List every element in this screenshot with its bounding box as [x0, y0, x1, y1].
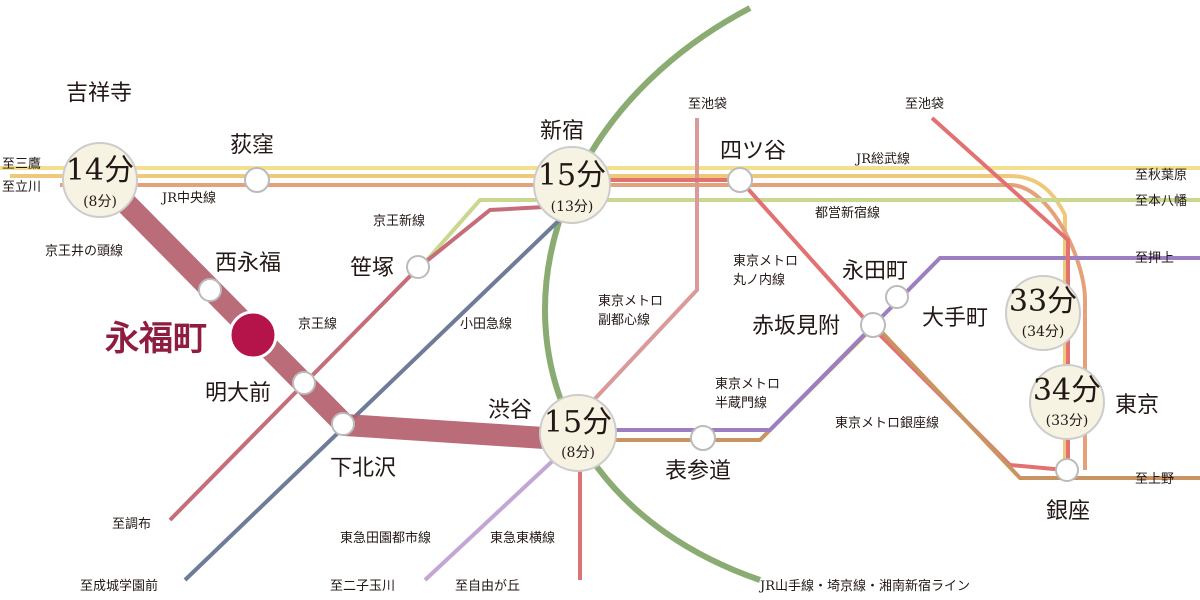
- dest-motoyawata: 至本八幡: [1135, 194, 1187, 209]
- chuo-line-orange: [10, 174, 1067, 470]
- station-marker-omotesando: [690, 425, 716, 451]
- ginza-line: [580, 322, 1200, 480]
- dest-oshiage: 至押上: [1135, 251, 1174, 266]
- station-marker-nagatacho: [885, 285, 909, 309]
- svg-text:(34分): (34分): [1022, 324, 1065, 340]
- station-marker-sasazuka: [406, 255, 430, 279]
- svg-text:半蔵門線: 半蔵門線: [715, 395, 767, 411]
- dest-ikebukuro-1: 至池袋: [688, 97, 727, 112]
- line-label-ginza: 東京メトロ銀座線: [835, 415, 939, 431]
- line-label-chuo: JR中央線: [160, 190, 216, 206]
- station-label-otemachi: 大手町: [922, 306, 988, 331]
- dest-ikebukuro-2: 至池袋: [905, 97, 944, 112]
- station-label-nishieifuku: 西永福: [215, 251, 281, 276]
- station-label-ginza: 銀座: [1046, 499, 1090, 524]
- station-label-omotesando: 表参道: [665, 459, 731, 484]
- station-label-nagatacho: 永田町: [842, 259, 908, 284]
- svg-text:東京メトロ: 東京メトロ: [715, 376, 780, 392]
- time-bubble-otemachi: 33分 (34分): [1005, 275, 1081, 351]
- dest-chofu: 至調布: [112, 517, 151, 532]
- denentoshi-line: [423, 438, 577, 582]
- line-label-keio-new: 京王新線: [373, 213, 425, 229]
- station-label-kichijoji: 吉祥寺: [66, 81, 132, 106]
- svg-text:東京メトロ: 東京メトロ: [733, 253, 798, 269]
- station-label-yotsuya: 四ツ谷: [720, 139, 786, 164]
- dest-futakotamagawa: 至二子玉川: [330, 579, 395, 594]
- dest-akihabara: 至秋葉原: [1135, 168, 1187, 183]
- station-marker-yotsuya: [727, 167, 753, 193]
- svg-text:丸ノ内線: 丸ノ内線: [733, 272, 785, 288]
- svg-text:15分: 15分: [538, 158, 606, 193]
- keio-line: [168, 203, 581, 522]
- station-marker-ginza: [1055, 458, 1079, 482]
- line-label-toyoko: 東急東横線: [490, 530, 555, 546]
- station-label-shinjuku: 新宿: [540, 119, 584, 144]
- keio-to-shinjuku: [60, 183, 1087, 470]
- svg-text:(13分): (13分): [551, 199, 594, 215]
- time-bubble-kichijoji: 14分 (8分): [62, 142, 138, 218]
- line-label-marunouchi: 東京メトロ 丸ノ内線: [733, 253, 798, 288]
- svg-text:(8分): (8分): [561, 445, 595, 461]
- station-marker-shimokitazawa: [331, 412, 355, 436]
- station-marker-akasakamitsuke: [860, 312, 886, 338]
- station-marker-meidaimae: [292, 371, 316, 395]
- yamanote-line: [542, 5, 761, 583]
- line-label-shinjuku-line: 都営新宿線: [815, 205, 880, 221]
- fukutoshin-line: [573, 118, 699, 422]
- line-label-odakyu: 小田急線: [460, 316, 512, 332]
- line-label-sobu: JR総武線: [854, 151, 910, 167]
- svg-text:14分: 14分: [66, 153, 134, 188]
- line-label-inokashira: 京王井の頭線: [45, 243, 123, 259]
- line-label-fukutoshin: 東京メトロ 副都心線: [598, 293, 663, 328]
- svg-text:(8分): (8分): [83, 194, 117, 210]
- station-label-tokyo: 東京: [1115, 393, 1159, 418]
- dest-jiyugaoka: 至自由が丘: [455, 579, 520, 594]
- odakyu-line: [183, 203, 577, 582]
- station-label-shimokitazawa: 下北沢: [330, 456, 396, 481]
- home-station-label: 永福町: [105, 319, 207, 359]
- time-bubble-shinjuku: 15分 (13分): [533, 146, 611, 224]
- svg-text:副都心線: 副都心線: [598, 312, 650, 328]
- line-label-yamanote: JR山手線・埼京線・湘南新宿ライン: [758, 578, 970, 594]
- station-label-ogikubo: 荻窪: [230, 133, 274, 158]
- station-marker-nishieifuku: [198, 278, 222, 302]
- station-marker-ogikubo: [244, 167, 270, 193]
- svg-text:34分: 34分: [1033, 373, 1101, 408]
- line-label-denentoshi: 東急田園都市線: [340, 530, 431, 546]
- dest-ueno: 至上野: [1135, 472, 1174, 487]
- dest-tachikawa: 至立川: [2, 180, 41, 195]
- station-label-sasazuka: 笹塚: [350, 256, 394, 281]
- line-label-hanzomon: 東京メトロ 半蔵門線: [715, 376, 780, 411]
- dest-mitaka: 至三鷹: [2, 157, 41, 172]
- station-label-akasakamitsuke: 赤坂見附: [752, 314, 840, 339]
- shinjuku-line: [418, 198, 1200, 270]
- time-bubble-shibuya: 15分 (8分): [539, 394, 617, 472]
- dest-seijo: 至成城学園前: [80, 578, 158, 594]
- line-label-keio: 京王線: [298, 316, 337, 332]
- time-bubble-tokyo: 34分 (33分): [1029, 364, 1105, 440]
- home-station-marker: [228, 310, 278, 360]
- svg-text:33分: 33分: [1009, 284, 1077, 319]
- station-label-shibuya: 渋谷: [488, 398, 532, 423]
- station-label-meidaimae: 明大前: [205, 381, 271, 406]
- svg-text:東京メトロ: 東京メトロ: [598, 293, 663, 309]
- svg-text:(33分): (33分): [1046, 413, 1089, 429]
- svg-text:15分: 15分: [544, 405, 612, 440]
